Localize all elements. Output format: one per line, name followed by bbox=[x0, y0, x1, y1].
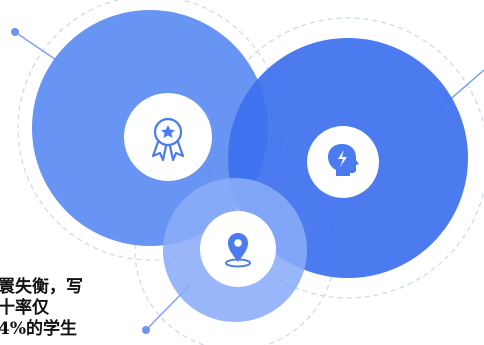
location-pin-icon bbox=[225, 233, 251, 268]
right-icon-badge bbox=[307, 126, 379, 198]
caption-line-2: 十率仅 bbox=[0, 298, 49, 318]
caption-line-1: 瞏失衡，写 bbox=[0, 277, 83, 297]
award-star-icon bbox=[161, 125, 175, 138]
left-icon-badge bbox=[124, 93, 212, 181]
caption-text: 瞏失衡，写 十率仅 4%的学生 bbox=[0, 277, 128, 340]
award-badge-icon bbox=[151, 117, 185, 162]
top-left-connector-dot bbox=[11, 28, 19, 36]
right-dashed-ring bbox=[207, 17, 484, 299]
bottom-icon-badge bbox=[200, 211, 276, 287]
caption-line-3: 4%的学生 bbox=[0, 319, 77, 339]
bottom-connector-dot bbox=[142, 326, 150, 334]
lightning-bolt-icon bbox=[338, 150, 347, 167]
